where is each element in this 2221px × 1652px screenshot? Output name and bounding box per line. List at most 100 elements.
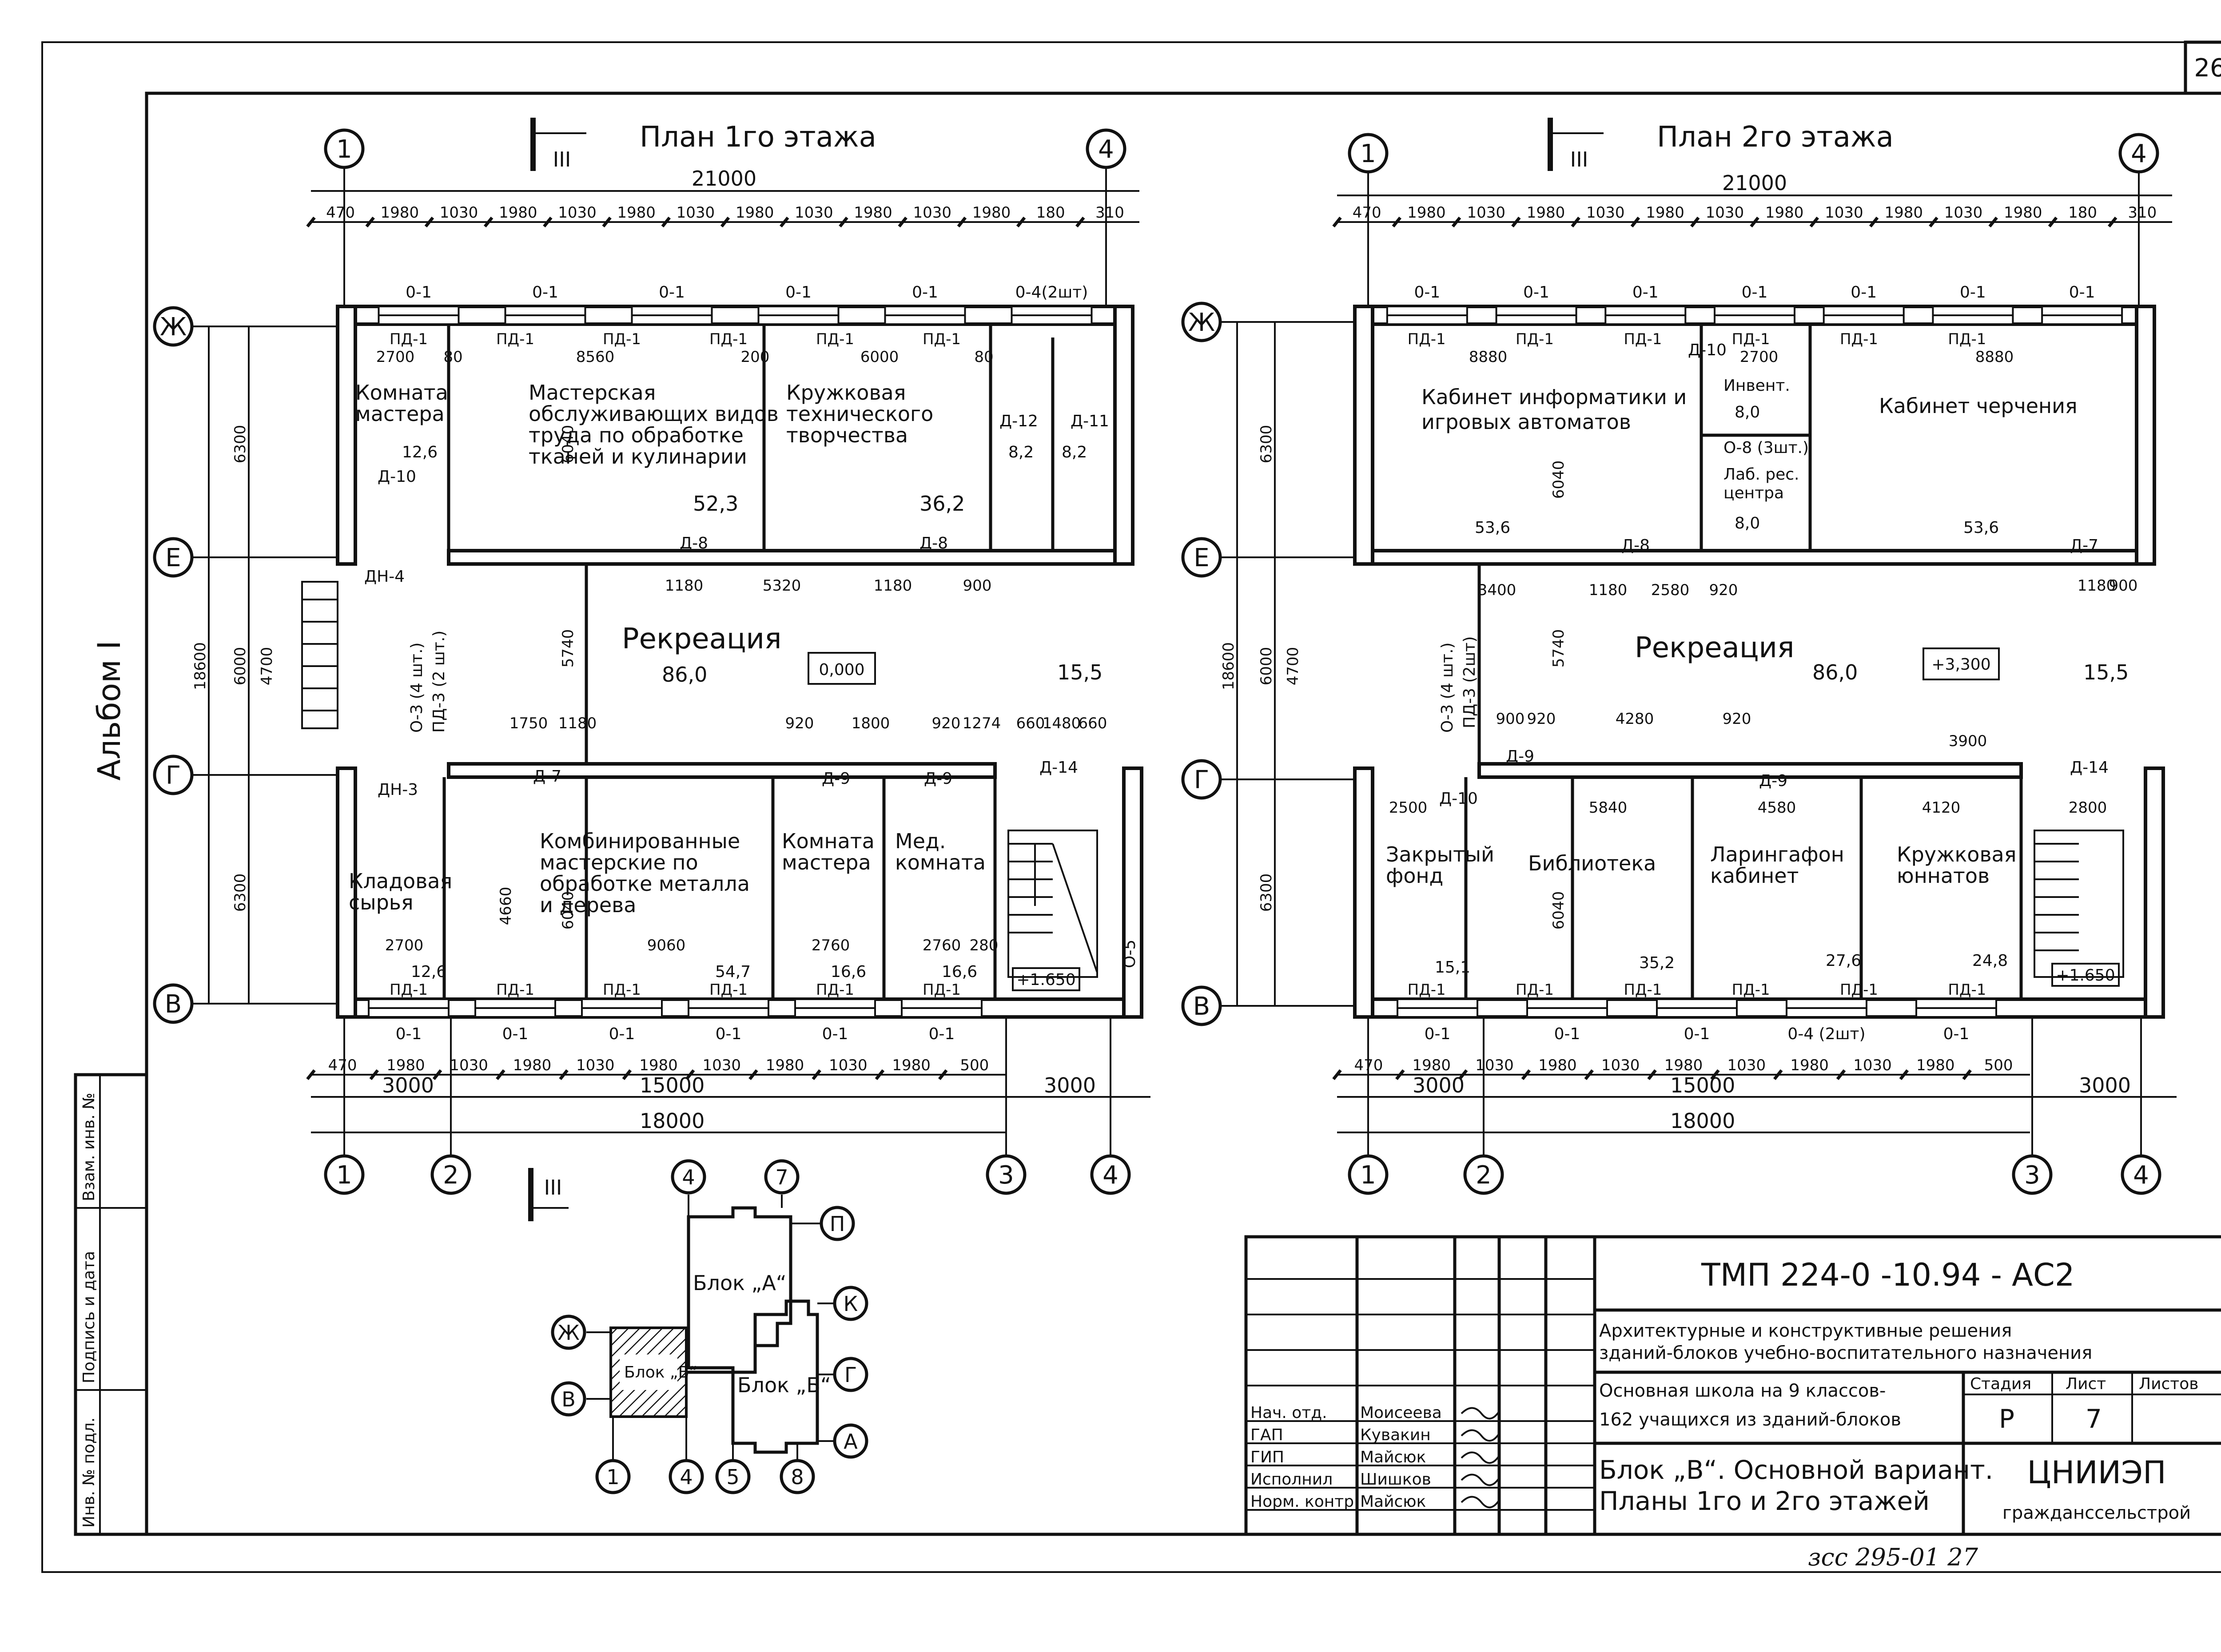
plan1-windows-top xyxy=(378,306,1093,325)
plan1-room-6-area: 54,7 xyxy=(715,963,751,981)
svg-text:Е: Е xyxy=(165,544,181,572)
plan1-window_top-1: 0-1 xyxy=(532,283,558,302)
plan2-stair xyxy=(2034,830,2124,978)
plan2-window_bottom-0: 0-1 xyxy=(1425,1025,1451,1043)
plan2-partition-pd3: ПД-3 (2шт) xyxy=(1461,636,1479,728)
plan2-window_bottom-1: 0-1 xyxy=(1554,1025,1580,1043)
plan1-room-1-area: 12,6 xyxy=(402,443,438,461)
plan2-bottom-dim-3: 1980 xyxy=(1538,1056,1577,1074)
plan1-inner-dim-17: 1480 xyxy=(1043,715,1081,732)
plan1-corridor-wall-north xyxy=(447,549,1117,566)
plan1-bottom-dim-6: 1030 xyxy=(703,1056,741,1074)
svg-text:1: 1 xyxy=(336,1161,352,1190)
plan1-window_bottom-1: 0-1 xyxy=(502,1025,529,1043)
plan1-inner-dim-9: 900 xyxy=(963,577,992,595)
plan1-door-d11: Д-11 xyxy=(1071,412,1109,430)
plan2-partition-o3: О-3 (4 шт.) xyxy=(1438,643,1457,733)
plan1-inner-dim-27: 6040 xyxy=(559,891,577,930)
title-block: ТМП 224-0 -10.94 - АС2 Архитектурные и к… xyxy=(1244,1235,2221,1536)
plan2-axis-left-v: В xyxy=(1181,985,1222,1026)
tb-role-1: ГАП xyxy=(1250,1426,1283,1444)
block-b-outline xyxy=(731,1299,819,1454)
plan2-inner-dim-19: 6040 xyxy=(1550,461,1568,499)
key-axis-left-v: В xyxy=(551,1381,586,1417)
svg-text:4: 4 xyxy=(682,1165,695,1189)
plan2-top-dim-0: 470 xyxy=(1353,204,1381,222)
plan1-window_bottom-4: 0-1 xyxy=(822,1025,848,1043)
plan2-window_top-5: 0-1 xyxy=(1960,283,1986,302)
plan1-door-d8a: Д-8 xyxy=(680,534,708,552)
plan1-left-dim-4: 6300 xyxy=(231,874,249,912)
plan2-inner-dim-6: 920 xyxy=(1709,581,1738,599)
plan2-pd-top-3: ПД-1 xyxy=(1732,330,1770,348)
plan1-top-dim-11: 1980 xyxy=(972,204,1011,222)
plan2-left-dim-1: 18600 xyxy=(1220,642,1238,690)
plan2-total-3000a: 3000 xyxy=(1413,1073,1465,1097)
tb-stage-header: Стадия xyxy=(1970,1375,2031,1393)
plan1-total-15000: 15000 xyxy=(640,1073,705,1097)
plan2-door-d14: Д-14 xyxy=(2070,758,2109,777)
plan2-pd-top-0: ПД-1 xyxy=(1408,330,1446,348)
plan2-room-4-area: 53,6 xyxy=(1963,519,1999,537)
plan2-top-dim-1: 1980 xyxy=(1407,204,1446,222)
block-a-outline xyxy=(687,1206,792,1374)
tb-name-0: Моисеева xyxy=(1360,1404,1442,1422)
plan2-inner-dim-12: 920 xyxy=(1723,710,1751,728)
svg-text:Ж: Ж xyxy=(557,1321,580,1345)
svg-text:4: 4 xyxy=(2133,1161,2149,1190)
svg-text:4: 4 xyxy=(1103,1161,1118,1190)
plan2-left-dim-2: 6000 xyxy=(1258,647,1275,686)
plan2-top-dim-4: 1030 xyxy=(1586,204,1625,222)
svg-text:В: В xyxy=(165,990,182,1019)
svg-text:III: III xyxy=(553,147,571,171)
plan2-window_top-3: 0-1 xyxy=(1742,283,1768,302)
plan1-inner-dim-22: 2760 xyxy=(923,937,961,954)
tb-role-0: Нач. отд. xyxy=(1250,1404,1327,1422)
tb-sheet: 7 xyxy=(2086,1404,2102,1434)
plan2-inner-dim-11: 4280 xyxy=(1616,710,1654,728)
plan1-bottom-dim-1: 1980 xyxy=(386,1056,425,1074)
tb-org-2: гражданссельстрой xyxy=(2002,1503,2191,1523)
plan1-total-18000: 18000 xyxy=(640,1109,705,1133)
plan2-top-dim-3: 1980 xyxy=(1527,204,1565,222)
plan2-section-mark: III xyxy=(1548,118,1604,171)
key-axis-right-p: П xyxy=(820,1206,855,1241)
key-axis-bottom-8: 8 xyxy=(780,1459,815,1494)
plan2-top-dim-12: 180 xyxy=(2068,204,2097,222)
plan2-windows-top xyxy=(1386,306,2123,325)
plan2-window_bottom-4: 0-1 xyxy=(1943,1025,1970,1043)
plan1-bottom-dim-4: 1030 xyxy=(576,1056,615,1074)
plan1-room-7-area: 16,6 xyxy=(831,963,866,981)
plan2-level-mark: +3,300 xyxy=(1931,655,1990,674)
plan2-top-dim-7: 1980 xyxy=(1765,204,1804,222)
plan1-axis-top-4: 4 xyxy=(1086,128,1126,169)
plan2-inner-dim-2: 8880 xyxy=(1975,348,2014,366)
tb-signature-4 xyxy=(1461,1496,1500,1509)
plan1-section-mark: III xyxy=(530,118,586,171)
key-axis-right-g: Г xyxy=(833,1357,868,1392)
plan1-inner-dim-8: 1180 xyxy=(874,577,912,595)
plan1-left-dim-0: 6300 xyxy=(231,425,249,464)
plan2-inner-dim-7: 1180 xyxy=(2078,577,2116,595)
plan2-room-7-area: 35,2 xyxy=(1639,954,1675,972)
plan2-bottom-dim-1: 1980 xyxy=(1412,1056,1451,1074)
plan2-window_bottom-3: 0-4 (2шт) xyxy=(1787,1025,1865,1043)
tb-sheet-title-2: Планы 1го и 2го этажей xyxy=(1599,1486,1930,1516)
plan1-bottom-dim-5: 1980 xyxy=(639,1056,678,1074)
plan2-corridor-wall-north xyxy=(1371,549,2138,566)
plan2-pd-top-5: ПД-1 xyxy=(1948,330,1986,348)
tb-description-2: зданий-блоков учебно-воспитательного наз… xyxy=(1599,1343,2092,1363)
plan1-wc-area-2: 8,2 xyxy=(1062,443,1087,461)
plan2-windows-bottom xyxy=(1397,998,1997,1018)
plan1-top-dim-3: 1980 xyxy=(499,204,537,222)
plan1-axis-left-e: Е xyxy=(153,537,194,578)
plan1-pd-top-4: ПД-1 xyxy=(816,330,854,348)
plan2-door-d9b: Д-9 xyxy=(1759,772,1787,790)
plan1-axis-bottom-3: 3 xyxy=(986,1154,1027,1195)
